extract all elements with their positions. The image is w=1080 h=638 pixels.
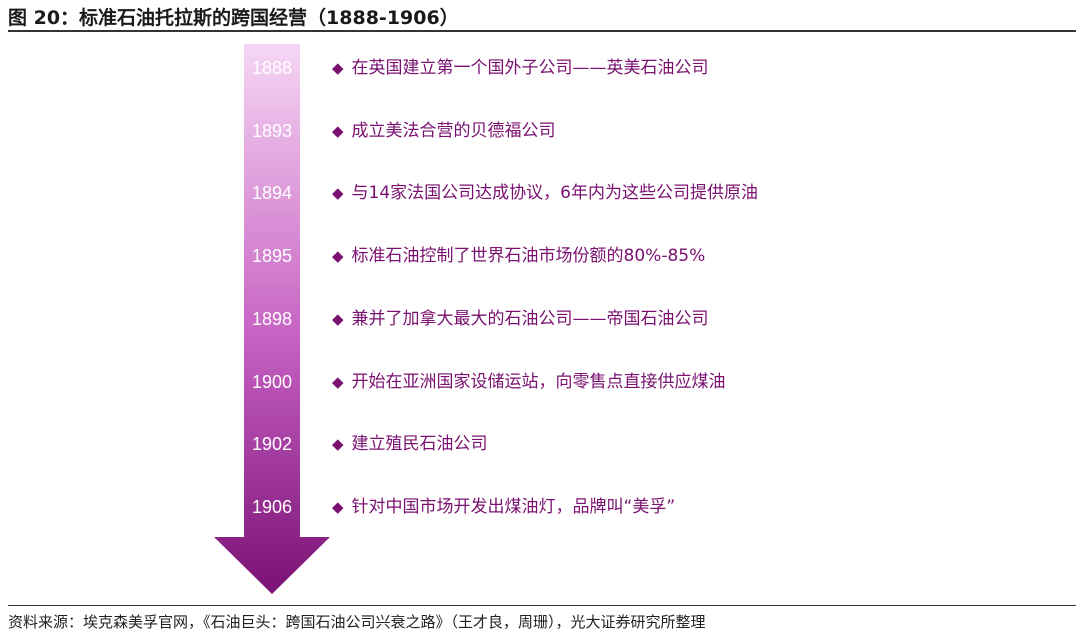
- timeline-year: 1893: [251, 121, 293, 141]
- timeline-event: ◆ 成立美法合营的贝德福公司: [332, 120, 556, 142]
- diamond-bullet-icon: ◆: [332, 184, 344, 202]
- timeline-year: 1900: [251, 372, 293, 392]
- timeline-event: ◆ 兼并了加拿大最大的石油公司——帝国石油公司: [332, 308, 709, 330]
- title-rule: [8, 30, 1076, 32]
- diamond-bullet-icon: ◆: [332, 435, 344, 453]
- timeline-event: ◆ 与14家法国公司达成协议，6年内为这些公司提供原油: [332, 182, 758, 204]
- timeline-year: 1898: [251, 309, 293, 329]
- diamond-bullet-icon: ◆: [332, 498, 344, 516]
- arrow-shape: [214, 44, 330, 594]
- figure-title: 图 20：标准石油托拉斯的跨国经营（1888-1906）: [8, 7, 459, 29]
- timeline-year: 1895: [251, 246, 293, 266]
- timeline-event-text: 标准石油控制了世界石油市场份额的80%-85%: [351, 246, 706, 266]
- timeline-event: ◆ 针对中国市场开发出煤油灯，品牌叫“美孚”: [332, 496, 675, 518]
- diamond-bullet-icon: ◆: [332, 373, 344, 391]
- timeline-year: 1902: [251, 434, 293, 454]
- timeline-year: 1906: [251, 497, 293, 517]
- timeline-event-text: 建立殖民石油公司: [351, 434, 488, 454]
- diamond-bullet-icon: ◆: [332, 59, 344, 77]
- timeline-year: 1894: [251, 183, 293, 203]
- source-rule: [8, 605, 1076, 606]
- diamond-bullet-icon: ◆: [332, 122, 344, 140]
- timeline-year: 1888: [251, 58, 293, 78]
- timeline-event-text: 开始在亚洲国家设储运站，向零售点直接供应煤油: [351, 372, 726, 392]
- source-note: 资料来源：埃克森美孚官网，《石油巨头：跨国石油公司兴衰之路》（王才良，周珊），光…: [8, 613, 706, 631]
- timeline-event-text: 兼并了加拿大最大的石油公司——帝国石油公司: [351, 309, 709, 329]
- timeline-event: ◆ 在英国建立第一个国外子公司——英美石油公司: [332, 57, 709, 79]
- timeline-event-text: 针对中国市场开发出煤油灯，品牌叫“美孚”: [351, 497, 676, 517]
- timeline-event: ◆ 标准石油控制了世界石油市场份额的80%-85%: [332, 245, 705, 267]
- timeline-event-text: 成立美法合营的贝德福公司: [351, 121, 556, 141]
- timeline-event: ◆ 开始在亚洲国家设储运站，向零售点直接供应煤油: [332, 371, 726, 393]
- timeline-event-text: 与14家法国公司达成协议，6年内为这些公司提供原油: [351, 183, 758, 203]
- timeline-event-text: 在英国建立第一个国外子公司——英美石油公司: [351, 58, 709, 78]
- diamond-bullet-icon: ◆: [332, 310, 344, 328]
- diamond-bullet-icon: ◆: [332, 247, 344, 265]
- timeline-event: ◆ 建立殖民石油公司: [332, 433, 488, 455]
